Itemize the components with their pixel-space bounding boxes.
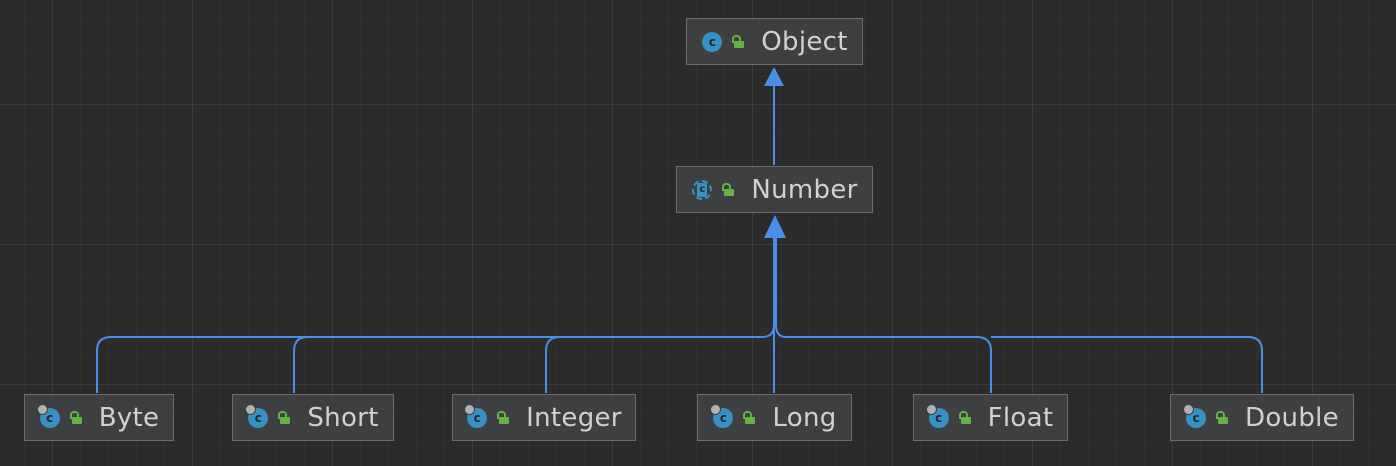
node-long[interactable]: c Long [697,394,852,441]
node-label: Number [751,174,858,205]
edge-integer-to-number [545,336,561,393]
node-label: Object [761,26,848,57]
public-lock-icon [1215,410,1229,425]
edge-double-to-number [991,336,1263,393]
final-class-icon: c [245,403,269,429]
public-lock-icon [958,410,972,425]
edge-float-to-number [775,232,992,393]
node-double[interactable]: c Double [1170,394,1354,441]
arrowhead-number [764,215,786,238]
node-object[interactable]: c Object [686,18,863,65]
node-label: Long [772,402,837,433]
final-class-icon: c [925,403,950,429]
node-label: Short [307,402,379,433]
arrowhead-object [764,67,784,86]
node-label: Float [987,402,1054,433]
edge-short-to-number [293,336,309,393]
node-short[interactable]: c Short [232,394,394,441]
public-lock-icon [721,182,735,197]
node-integer[interactable]: c Integer [452,394,636,441]
node-label: Byte [98,402,160,433]
public-lock-icon [277,410,291,425]
node-byte[interactable]: c Byte [24,394,174,441]
public-lock-icon [731,34,745,49]
node-label: Double [1245,402,1339,433]
node-float[interactable]: c Float [913,394,1068,441]
node-label: Integer [526,402,622,433]
public-lock-icon [69,410,83,425]
edge-byte-to-number [96,232,775,393]
final-class-icon: c [710,403,734,429]
class-icon: c [701,31,723,53]
public-lock-icon [496,410,510,425]
final-class-icon: c [464,403,488,429]
node-number[interactable]: c Number [676,166,873,213]
abstract-class-icon: c [691,179,713,201]
final-class-icon: c [36,403,61,429]
final-class-icon: c [1183,403,1207,429]
public-lock-icon [742,410,756,425]
